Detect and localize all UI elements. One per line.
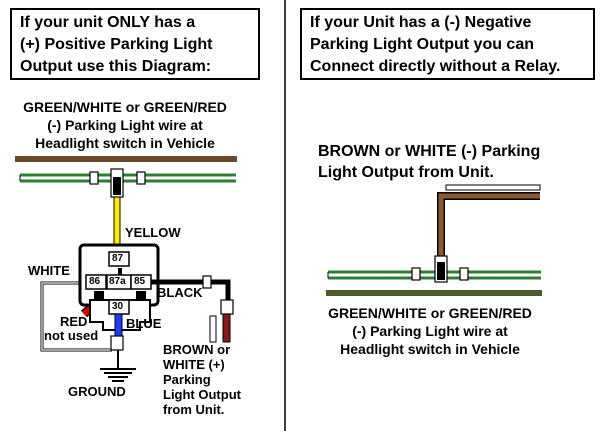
wire-tap-connector [89, 171, 99, 185]
red-wire-label: RED not used [44, 314, 99, 343]
relay-pin-30-label: 30 [112, 301, 124, 312]
black-wire-connector [202, 275, 212, 289]
right-heading-line-3: Connect directly without a Relay. [310, 58, 561, 75]
right-heading-box: If your Unit has a (-) Negative Parking … [300, 8, 595, 80]
yellow-wire [113, 196, 121, 252]
left-heading-line-2: (+) Positive Parking Light [20, 36, 213, 53]
unit-wire-right-outline [437, 192, 540, 268]
left-vehicle-wire-label: GREEN/WHITE or GREEN/RED (-) Parking Lig… [23, 99, 227, 151]
left-unit-output-label: BROWN or WHITE (+) Parking Light Output … [163, 342, 241, 417]
relay-pin-85-label: 85 [134, 276, 146, 287]
relay-pin-86-label: 86 [89, 276, 101, 287]
right-heading-line-2: Parking Light Output you can [310, 36, 534, 53]
white-wire-label: WHITE [28, 263, 70, 278]
black-wire-label: BLACK [157, 285, 203, 300]
vehicle-wire-bar-left [15, 156, 237, 162]
unit-spare-wire-right [445, 184, 541, 191]
right-vehicle-wire-label: GREEN/WHITE or GREEN/RED (-) Parking Lig… [328, 305, 532, 357]
wire-tap-body-fill [113, 177, 121, 195]
left-heading-line-1: If your unit ONLY has a [20, 14, 196, 31]
unit-spare-wire [209, 315, 217, 343]
blue-wire-label: BLUE [126, 316, 162, 331]
vehicle-wire-bar-right [326, 290, 542, 296]
relay-pin-87-box [108, 251, 130, 267]
unit-wire-right [438, 193, 540, 268]
unit-output-connector [220, 299, 234, 315]
wire-tap-connector [459, 267, 469, 281]
wire-tap-connector [411, 267, 421, 281]
black-wire [151, 279, 231, 302]
relay-pin-86-box [85, 274, 107, 290]
relay-pin-87a-label: 87a [109, 276, 126, 287]
left-heading-box: If your unit ONLY has a (+) Positive Par… [10, 8, 260, 80]
relay-pin-87-label: 87 [112, 253, 124, 264]
right-heading-line-1: If your Unit has a (-) Negative [310, 14, 532, 31]
unit-output-wire [222, 313, 231, 343]
right-unit-output-label: BROWN or WHITE (-) Parking Light Output … [318, 143, 541, 181]
ground-symbol [100, 368, 136, 382]
left-heading-line-3: Output use this Diagram: [20, 58, 212, 75]
vehicle-wire-left [19, 173, 236, 183]
ground-label: GROUND [68, 384, 126, 399]
yellow-wire-label: YELLOW [125, 225, 181, 240]
wire-tap-connector [136, 171, 146, 185]
